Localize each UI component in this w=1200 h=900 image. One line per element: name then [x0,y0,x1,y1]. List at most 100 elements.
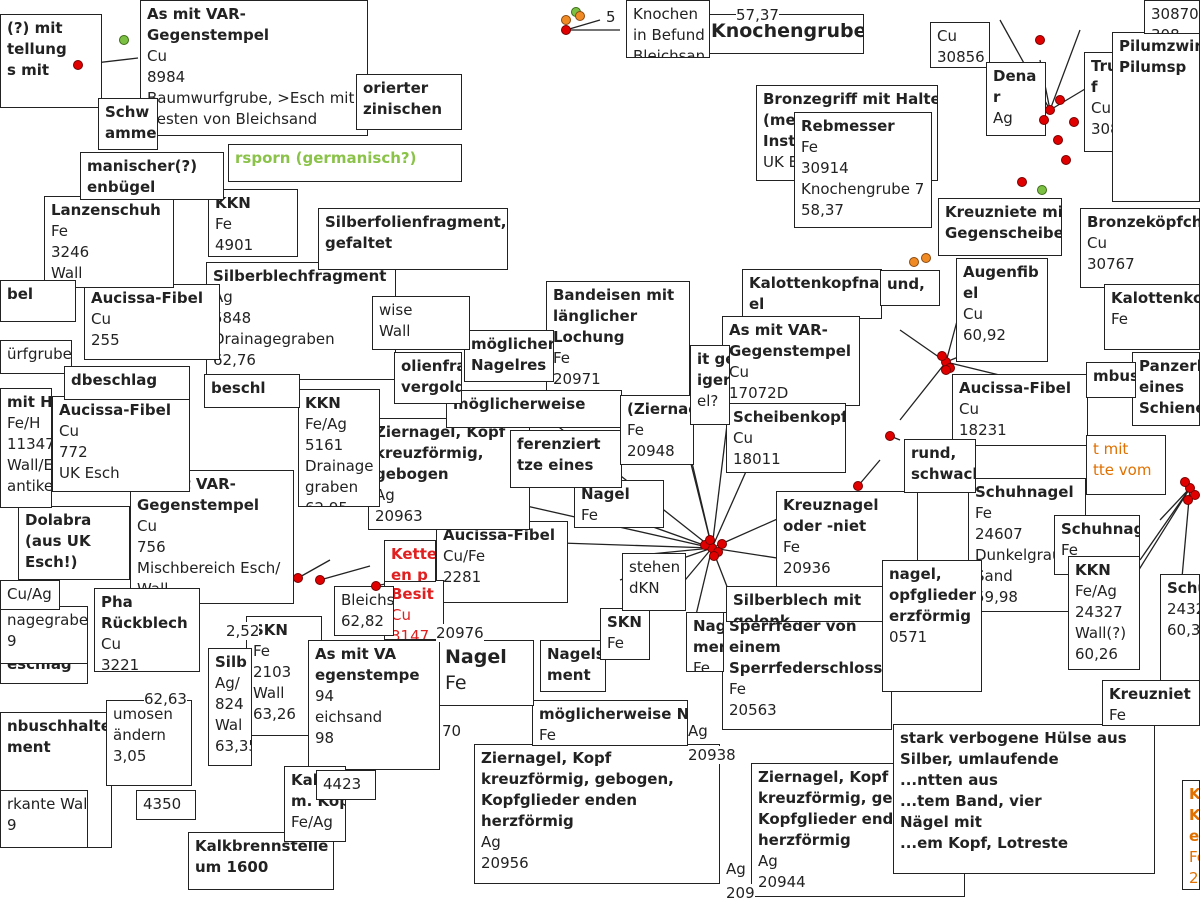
find-label[interactable]: Cu/Ag [0,580,60,610]
find-point[interactable] [1017,177,1027,187]
find-point[interactable] [941,365,951,375]
find-point[interactable] [293,573,303,583]
find-point[interactable] [909,257,919,267]
find-point[interactable] [1045,105,1055,115]
find-label[interactable]: As mit VAR-GegenstempelCu756Mischbereich… [130,470,294,604]
find-label[interactable]: it geigerel? [690,345,730,425]
find-label[interactable]: und, [880,270,940,306]
find-point[interactable] [1055,95,1065,105]
find-point[interactable] [1183,495,1193,505]
find-label[interactable]: NagmenFe [686,612,724,672]
find-point[interactable] [921,253,931,263]
find-point[interactable] [1061,155,1071,165]
find-label[interactable]: ürfgrube [0,340,72,374]
find-label[interactable]: nagegraben9 [0,606,88,664]
find-point[interactable] [1039,115,1049,125]
find-label[interactable]: 4350 [136,790,196,820]
find-point[interactable] [1053,135,1063,145]
find-label[interactable]: nagel,opfglieder endenerzförmig0571 [882,560,982,692]
find-point[interactable] [561,15,571,25]
find-label[interactable]: 4423 [316,770,376,800]
find-label[interactable]: Schu243260,3 [1160,574,1200,682]
find-label[interactable]: ScheibenkopfnagelCu18011 [726,403,846,473]
find-label[interactable]: Schwammer [98,98,158,150]
find-label[interactable]: beschl [204,374,300,408]
find-point[interactable] [575,11,585,21]
find-label[interactable]: Knochengrube 8 [704,14,864,54]
find-point[interactable] [709,551,719,561]
find-label[interactable]: mit HoFe/H11347BWall/Eantiken [0,388,52,508]
find-label[interactable]: KrKeiFe29 [1182,780,1200,890]
find-point[interactable] [1069,117,1079,127]
find-point[interactable] [561,25,571,35]
find-point[interactable] [1180,477,1190,487]
find-point[interactable] [119,35,129,45]
find-point[interactable] [853,481,863,491]
find-point[interactable] [73,60,83,70]
find-label[interactable]: rsporn (germanisch?) [228,144,462,182]
find-label[interactable]: manischer(?)enbügel [80,152,224,200]
find-point[interactable] [315,575,325,585]
find-point[interactable] [717,539,727,549]
find-point[interactable] [1035,35,1045,45]
find-label[interactable]: dbeschlag [64,366,190,400]
find-label[interactable]: mbus [1086,362,1136,398]
find-point[interactable] [885,431,895,441]
find-label[interactable]: olienfragvergoldet [394,352,462,404]
find-label[interactable]: (ZiernagelFe20948 [620,395,694,465]
find-point[interactable] [937,351,947,361]
find-label[interactable]: möglicherweise [446,390,622,428]
find-label[interactable]: bel [0,280,76,322]
find-point[interactable] [705,535,715,545]
find-label[interactable]: PanzerheinesSchiene [1132,352,1200,426]
find-label[interactable]: Silberfolienfragment,gefaltet [318,208,508,270]
find-point[interactable] [371,581,381,591]
